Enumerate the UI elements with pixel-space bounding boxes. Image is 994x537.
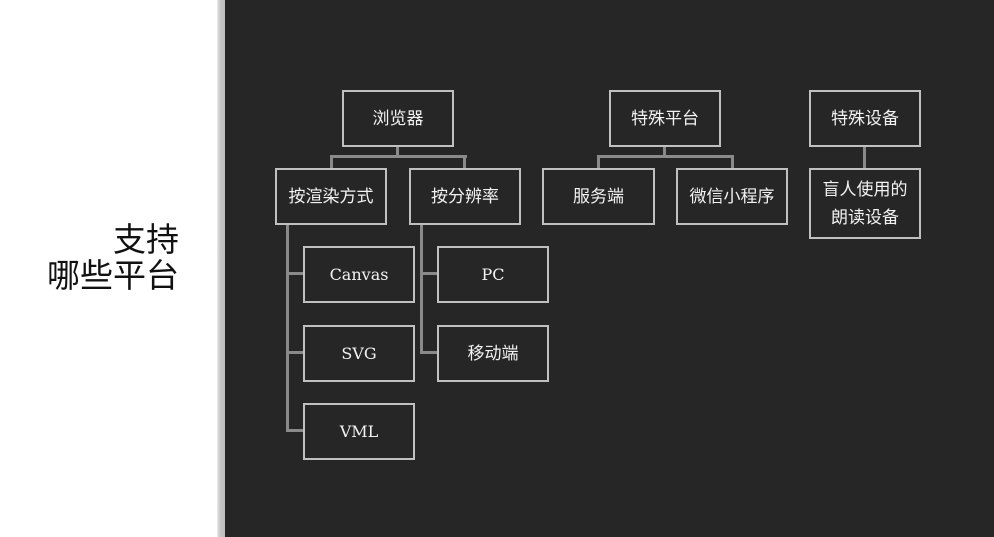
- connector-resolution-drop: [463, 155, 466, 169]
- node-screen-reader-line-2: 朗读设备: [831, 207, 899, 228]
- connector-mobile: [420, 351, 438, 354]
- node-screen-reader-line-1: 盲人使用的: [822, 179, 908, 200]
- connector-render-spine: [286, 224, 289, 432]
- connector-pc: [420, 272, 438, 275]
- connector-miniprogram-drop: [731, 155, 734, 169]
- node-render-method: 按渲染方式: [275, 168, 387, 225]
- connector-resolution-spine: [420, 224, 423, 354]
- connector-render-drop: [330, 155, 333, 169]
- slide-title-line-2: 哪些平台: [47, 256, 179, 295]
- connector-browser-stem: [396, 146, 399, 158]
- node-special-platform: 特殊平台: [609, 90, 721, 147]
- connector-svg: [286, 351, 304, 354]
- node-svg: SVG: [303, 325, 415, 382]
- connector-server-drop: [597, 155, 600, 169]
- connector-browser-bar: [330, 155, 467, 158]
- connector-vml: [286, 429, 304, 432]
- node-special-device: 特殊设备: [809, 90, 921, 147]
- node-server: 服务端: [542, 168, 655, 225]
- node-vml: VML: [303, 403, 415, 460]
- node-canvas: Canvas: [303, 246, 415, 303]
- connector-platform-stem: [663, 146, 666, 158]
- panel-divider-shadow: [217, 0, 225, 537]
- node-wechat-miniprogram: 微信小程序: [676, 168, 788, 225]
- node-resolution: 按分辨率: [409, 168, 521, 225]
- connector-canvas: [286, 272, 304, 275]
- node-mobile: 移动端: [437, 325, 549, 382]
- slide-title-line-1: 支持: [113, 220, 179, 259]
- connector-device-stem: [863, 146, 866, 169]
- title-panel: [0, 0, 217, 537]
- node-browser: 浏览器: [342, 90, 454, 147]
- node-pc: PC: [437, 246, 549, 303]
- connector-platform-bar: [597, 155, 734, 158]
- node-screen-reader-device: 盲人使用的 朗读设备: [809, 168, 921, 239]
- slide-title: 支持 哪些平台: [47, 222, 179, 294]
